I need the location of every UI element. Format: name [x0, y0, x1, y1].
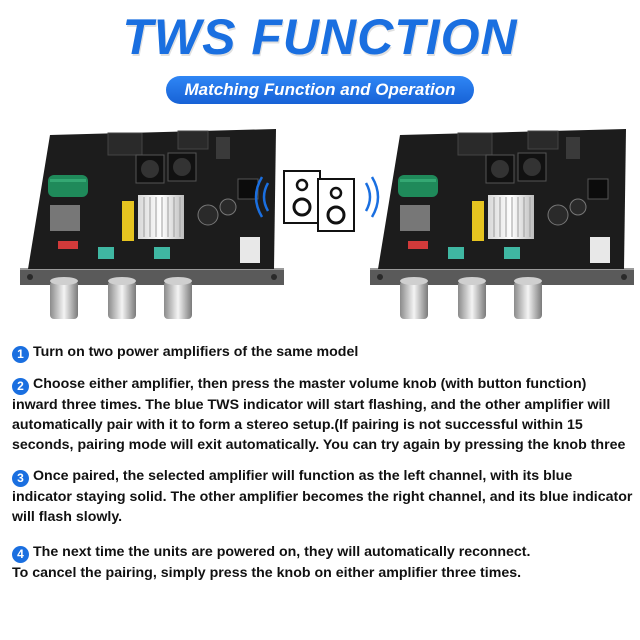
amplifier-pair-illustration — [19, 128, 635, 320]
step-text: Once paired, the selected amplifier will… — [12, 468, 633, 525]
amplifier-board-right — [369, 128, 635, 320]
step-text: To cancel the pairing, simply press the … — [12, 565, 522, 581]
step-text: Turn on two power amplifiers of the same… — [33, 344, 359, 360]
step-text: Choose either amplifier, then press the … — [12, 376, 626, 453]
wireless-pairing-icon — [254, 176, 380, 218]
amplifier-board-left — [19, 128, 285, 320]
step-number-badge: 3 — [12, 470, 29, 487]
product-illustration — [0, 125, 640, 330]
step-number-badge: 2 — [12, 378, 29, 395]
step-number-badge: 4 — [12, 546, 29, 563]
speaker-icon — [283, 170, 355, 232]
step-text: The next time the units are powered on, … — [33, 544, 531, 560]
step-number-badge: 1 — [12, 346, 29, 363]
page-title: TWS FUNCTION — [122, 9, 518, 65]
subtitle-banner: Matching Function and Operation — [166, 76, 474, 104]
